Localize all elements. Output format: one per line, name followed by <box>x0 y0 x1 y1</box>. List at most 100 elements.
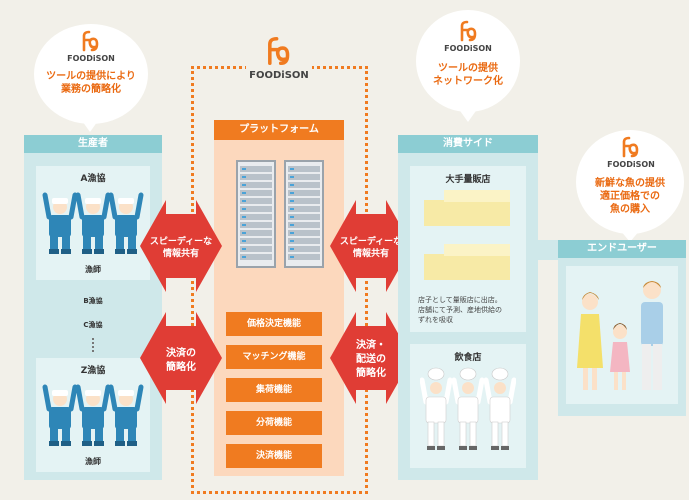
store-block-lower-top <box>444 244 510 256</box>
arrow-left-bottom-line2: 簡略化 <box>166 362 196 373</box>
producer-group-a-label: A漁協 <box>80 174 106 184</box>
foodison-logo-icon <box>460 20 477 42</box>
arrow-right-bottom-line1: 決済・ <box>356 340 386 351</box>
enduser-logo-text: FOODiSON <box>607 160 655 169</box>
foodison-logo-icon <box>268 36 290 66</box>
fishermen-group-z <box>42 379 144 447</box>
server-unit <box>240 190 272 196</box>
server-unit <box>288 238 320 244</box>
consumer-header: 消費サイド <box>398 135 538 153</box>
server-unit <box>288 190 320 196</box>
connector-to-enduser <box>526 240 560 260</box>
platform-header: プラットフォーム <box>214 120 344 140</box>
server-led <box>242 232 246 234</box>
producer-note-line1: ツールの提供により <box>46 71 136 82</box>
arrow-left-top <box>140 200 222 292</box>
retailer-note-line3: ずれを吸収 <box>418 316 453 324</box>
fisherman-figure <box>108 192 144 254</box>
server-unit <box>288 166 320 172</box>
server-led <box>242 216 246 218</box>
enduser-header: エンドユーザー <box>558 240 686 258</box>
server-unit <box>240 246 272 252</box>
fisherman-figure <box>42 192 78 254</box>
server-led <box>242 240 246 242</box>
arrow-right-bottom <box>330 312 412 404</box>
foodison-logo-icon <box>82 30 99 52</box>
retailer-note-line2: 店舗にて予測、産地供給の <box>418 306 502 314</box>
producer-group-z-label: Z漁協 <box>80 366 106 376</box>
server-unit <box>240 222 272 228</box>
server-unit <box>240 206 272 212</box>
consumer-bubble <box>416 10 520 112</box>
server-led <box>242 192 246 194</box>
arrow-right-top <box>330 200 412 292</box>
server-led <box>242 248 246 250</box>
consumer-logo-text: FOODiSON <box>444 44 492 53</box>
chef-figure <box>483 367 517 450</box>
arrow-left-bottom-line1: 決済の <box>166 348 196 359</box>
server-unit <box>288 246 320 252</box>
producer-group-b-label: B漁協 <box>83 297 103 305</box>
chef-figure <box>419 367 453 450</box>
function-distribution: 分荷機能 <box>226 411 322 435</box>
server-led <box>290 240 294 242</box>
fisherman-figure <box>75 192 111 254</box>
arrow-left-bottom <box>140 312 222 404</box>
server-unit <box>240 238 272 244</box>
server-led <box>290 232 294 234</box>
server-led <box>290 168 294 170</box>
producer-group-z-fisher-label: 漁師 <box>85 457 101 466</box>
family-illustration <box>572 272 672 398</box>
foodison-logo-icon <box>622 136 639 158</box>
function-collection: 集荷機能 <box>226 378 322 402</box>
server-unit <box>240 230 272 236</box>
enduser-note-line2: 適正価格での <box>600 191 660 202</box>
store-block-upper-top <box>444 190 510 202</box>
server-led <box>290 248 294 250</box>
store-block-lower <box>424 254 510 280</box>
enduser-note-line3: 魚の購入 <box>610 204 650 215</box>
enduser-bubble-tail <box>620 230 640 242</box>
server-led <box>242 208 246 210</box>
server-led <box>290 192 294 194</box>
enduser-note-line1: 新鮮な魚の提供 <box>595 178 665 189</box>
restaurant-label: 飲食店 <box>454 353 482 363</box>
producer-note-line2: 業務の簡略化 <box>61 84 121 95</box>
retailer-note-line1: 店子として量販店に出店。 <box>418 296 502 304</box>
server-unit <box>288 198 320 204</box>
producer-group-c-label: C漁協 <box>83 321 103 329</box>
server-unit <box>240 254 272 260</box>
function-settlement: 決済機能 <box>226 444 322 468</box>
producer-header: 生産者 <box>24 135 162 153</box>
server-led <box>242 176 246 178</box>
server-led <box>242 224 246 226</box>
chef-figure <box>451 367 485 450</box>
server-led <box>242 200 246 202</box>
server-units <box>240 166 320 262</box>
server-unit <box>240 174 272 180</box>
fisherman-figure <box>108 384 144 446</box>
server-led <box>242 184 246 186</box>
producer-logo-text: FOODiSON <box>67 54 115 63</box>
producer-bubble-tail <box>80 118 100 132</box>
server-unit <box>288 230 320 236</box>
arrow-right-bottom-line2: 配送の <box>356 354 386 365</box>
child-figure <box>610 323 630 390</box>
fisherman-figure <box>75 384 111 446</box>
server-unit <box>240 182 272 188</box>
server-unit <box>240 166 272 172</box>
store-block-upper <box>424 200 510 226</box>
fishermen-group-a <box>42 187 144 255</box>
mother-figure <box>577 292 603 390</box>
server-led <box>290 256 294 258</box>
chefs-illustration <box>419 364 517 456</box>
server-unit <box>288 254 320 260</box>
function-price-decision: 価格決定機能 <box>226 312 322 336</box>
consumer-note-line1: ツールの提供 <box>438 63 498 74</box>
arrow-right-top-line1: スピーディーな <box>339 237 403 247</box>
server-unit <box>288 182 320 188</box>
consumer-bubble-tail <box>458 108 478 122</box>
server-led <box>290 208 294 210</box>
server-led <box>290 216 294 218</box>
ellipsis-dots <box>92 338 96 352</box>
